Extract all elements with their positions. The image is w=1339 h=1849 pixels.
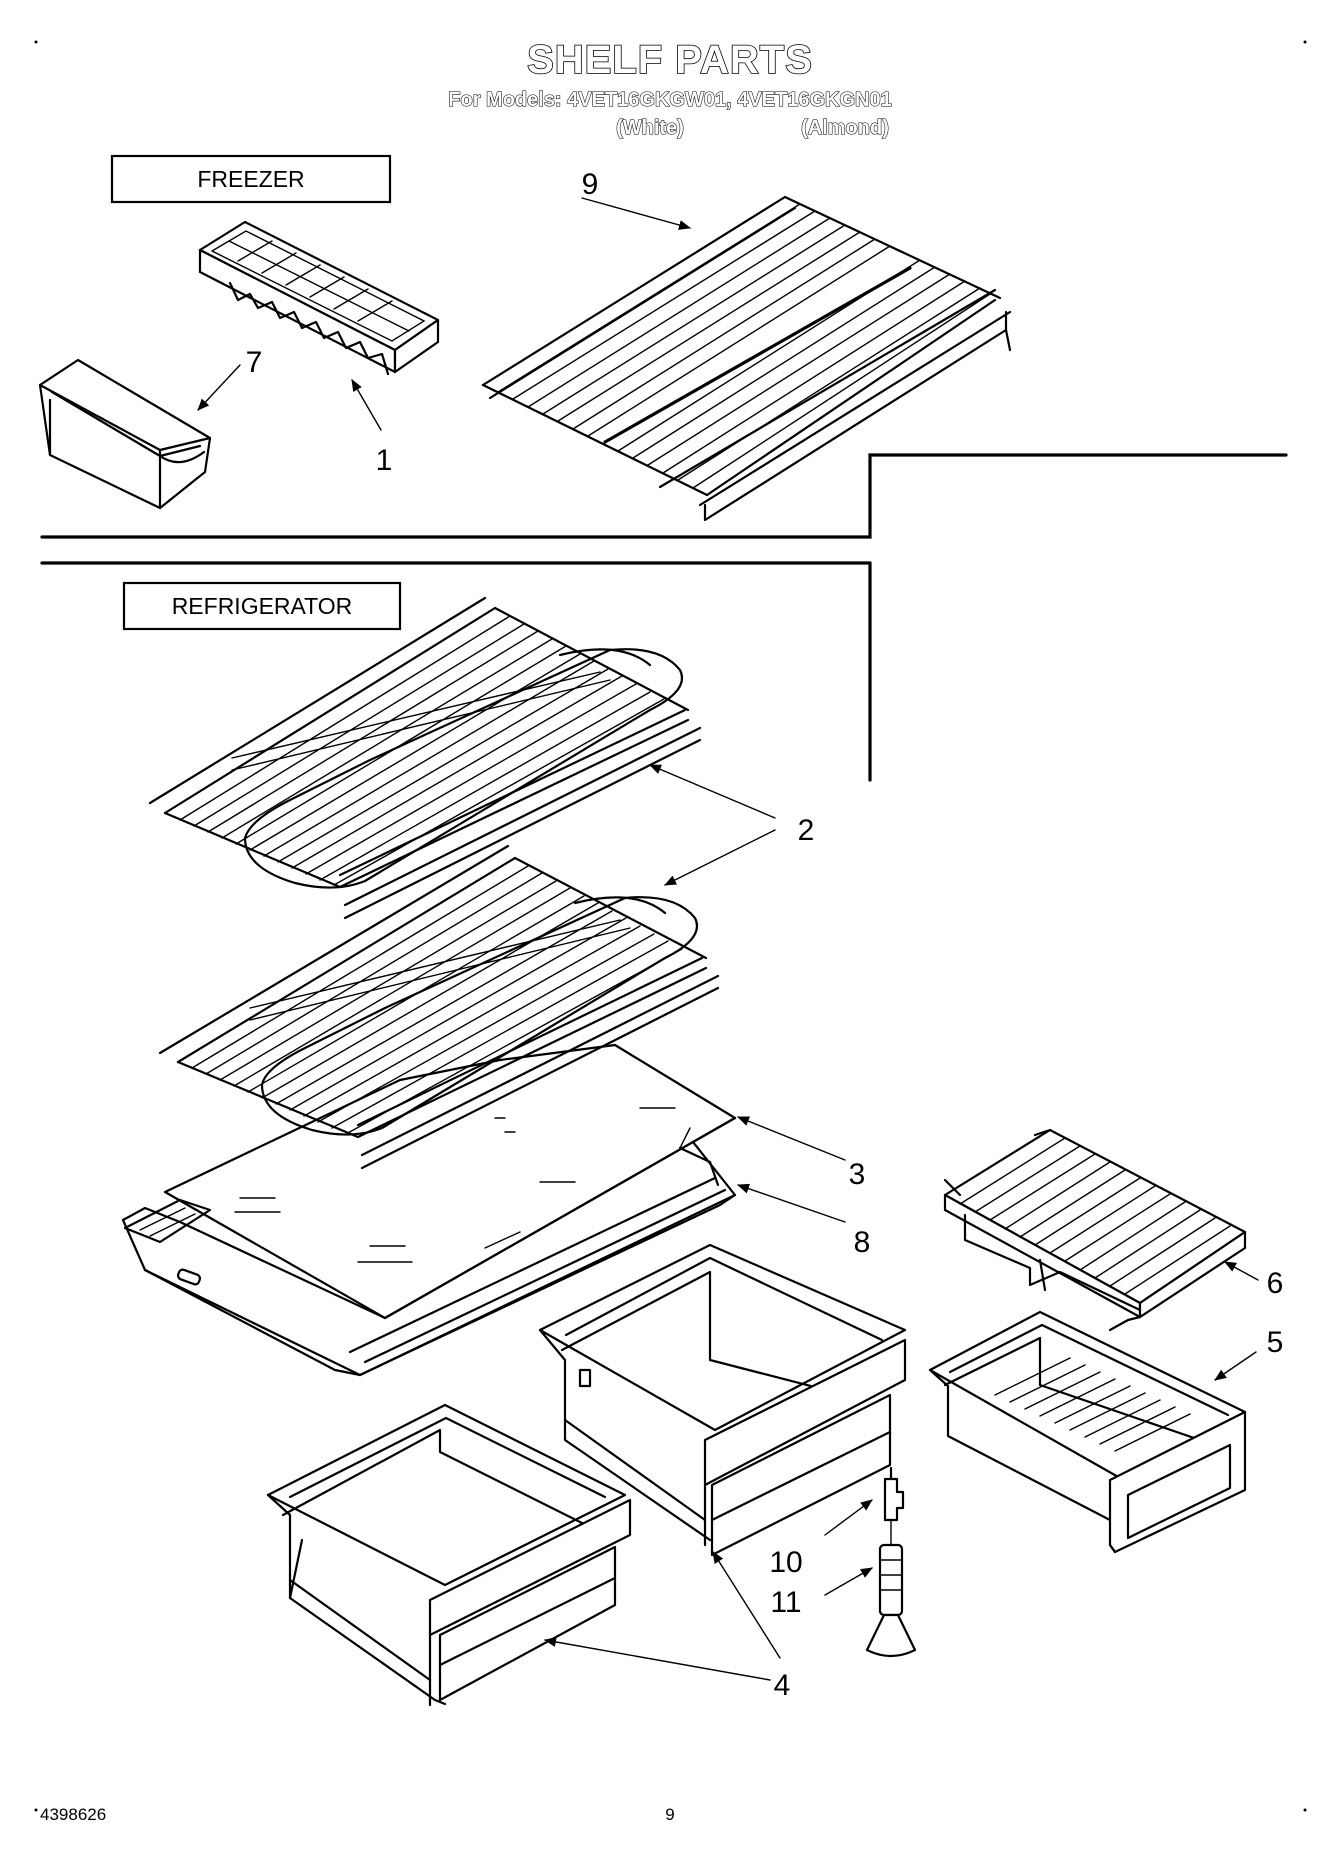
refrigerator-label: REFRIGERATOR <box>172 593 353 619</box>
callout-4: 4 <box>774 1669 791 1702</box>
crisper-drawer-left-part <box>266 1403 632 1707</box>
callout-10: 10 <box>769 1546 802 1579</box>
meat-pan-ribs <box>994 1357 1191 1452</box>
freezer-wire-shelf-part <box>481 195 1012 522</box>
meat-pan-part <box>928 1310 1247 1554</box>
callout-arrows <box>197 197 1259 1681</box>
corner-marks <box>34 40 1307 1812</box>
color-white-label: (White) <box>616 117 684 139</box>
refrigerator-label-box: REFRIGERATOR <box>122 581 402 631</box>
freezer-shelf-rods <box>497 203 991 489</box>
callout-6: 6 <box>1267 1267 1284 1300</box>
crisper-drawer-right-part <box>538 1243 907 1557</box>
callout-5: 5 <box>1267 1326 1284 1359</box>
callout-11: 11 <box>770 1586 801 1619</box>
refrigerator-shelf-upper-part <box>148 596 702 920</box>
meat-pan-cover-rods <box>959 1137 1231 1295</box>
meat-pan-cover-part <box>943 1128 1247 1332</box>
lower-shelf-rods <box>191 865 683 1135</box>
upper-shelf-rods <box>179 615 665 886</box>
section-divider <box>40 453 1288 782</box>
callout-2: 2 <box>798 814 815 847</box>
callout-9: 9 <box>582 168 599 201</box>
refrigerator-shelf-lower-part <box>158 844 720 1170</box>
models-line: For Models: 4VET16GKGW01, 4VET16GKGN01 <box>448 89 891 111</box>
freezer-label: FREEZER <box>197 166 304 192</box>
callout-7: 7 <box>246 346 263 379</box>
callout-1: 1 <box>376 444 393 477</box>
freezer-label-box: FREEZER <box>110 154 392 204</box>
ice-tray-part <box>198 220 440 376</box>
page-number: 9 <box>665 1805 674 1824</box>
door-bin-part <box>38 358 212 510</box>
callout-3: 3 <box>849 1158 866 1191</box>
color-almond-label: (Almond) <box>801 117 889 139</box>
crisper-frame-part <box>121 1116 737 1377</box>
roller-leg-parts <box>865 1466 917 1658</box>
page-title: SHELF PARTS <box>527 38 813 82</box>
callout-8: 8 <box>854 1226 871 1259</box>
callout-labels: 1 2 3 4 5 6 7 8 9 10 11 <box>246 168 1284 1702</box>
document-number: 4398626 <box>40 1805 106 1824</box>
